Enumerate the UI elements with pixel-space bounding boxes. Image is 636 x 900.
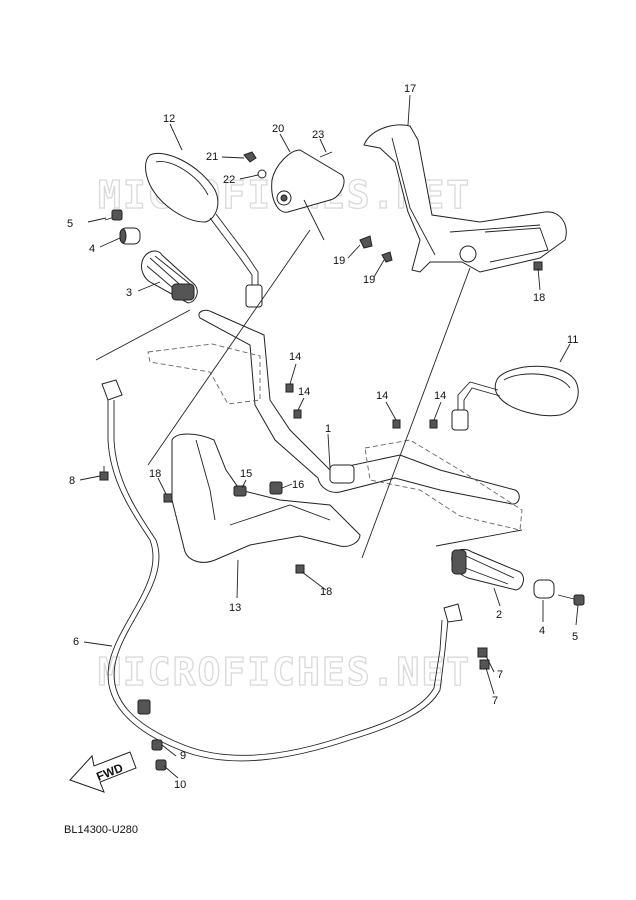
callout-11: 11: [567, 334, 578, 346]
throttle-cable: [101, 379, 463, 762]
handlebar-cover-rear: [243, 149, 345, 241]
callout-23: 23: [312, 129, 324, 141]
diagram-code: BL14300-U280: [64, 824, 138, 836]
callout-18-a: 18: [533, 292, 545, 304]
callout-17: 17: [404, 83, 416, 95]
callout-13: 13: [229, 602, 241, 614]
callout-14-a: 14: [289, 351, 301, 363]
callout-15: 15: [240, 468, 252, 480]
callout-labels: 1 2 3 4 4 5 5 6 7 7 8 9 10 11 12 13 14 1…: [67, 83, 578, 791]
left-grip: [141, 250, 198, 304]
left-screw: [104, 209, 123, 221]
callout-5-right: 5: [572, 631, 578, 643]
callout-3: 3: [126, 287, 132, 299]
callout-21: 21: [206, 151, 218, 163]
fwd-arrow: FWD: [69, 751, 137, 793]
leader-lines: [79, 94, 579, 779]
callout-5-left: 5: [67, 218, 73, 230]
handlebar-cover-lower: [171, 433, 361, 563]
callout-6: 6: [73, 636, 79, 648]
callout-14-d: 14: [434, 390, 446, 402]
right-brake-lever-outline: [364, 439, 523, 531]
callout-14-b: 14: [298, 386, 310, 398]
callout-19-a: 19: [333, 255, 345, 267]
callout-4-right: 4: [539, 625, 545, 637]
right-screw: [557, 594, 585, 606]
left-mirror: [145, 153, 263, 308]
left-brake-lever-outline: [147, 343, 261, 405]
handlebar: [198, 309, 520, 505]
right-grip: [451, 548, 524, 591]
watermark-bottom: MICROFICHES.NET: [98, 650, 471, 694]
callout-8: 8: [69, 475, 75, 487]
callout-4-left: 4: [89, 243, 95, 255]
callout-18-c: 18: [320, 586, 332, 598]
callout-14-c: 14: [376, 390, 388, 402]
callout-7-upper: 7: [497, 669, 503, 681]
callout-9: 9: [180, 750, 186, 762]
callout-10: 10: [174, 779, 186, 791]
callout-18-b: 18: [149, 468, 161, 480]
callout-16: 16: [292, 479, 304, 491]
right-bar-end-weight: [533, 579, 555, 599]
callout-12: 12: [163, 113, 175, 125]
callout-2: 2: [496, 609, 502, 621]
handlebar-cover-front: [359, 124, 567, 273]
right-mirror: [451, 365, 579, 431]
left-bar-end-weight: [119, 227, 141, 245]
callout-19-b: 19: [363, 274, 375, 286]
callout-1: 1: [325, 423, 331, 435]
callout-20: 20: [272, 123, 284, 135]
callout-7-lower: 7: [492, 695, 498, 707]
callout-22: 22: [223, 174, 235, 186]
